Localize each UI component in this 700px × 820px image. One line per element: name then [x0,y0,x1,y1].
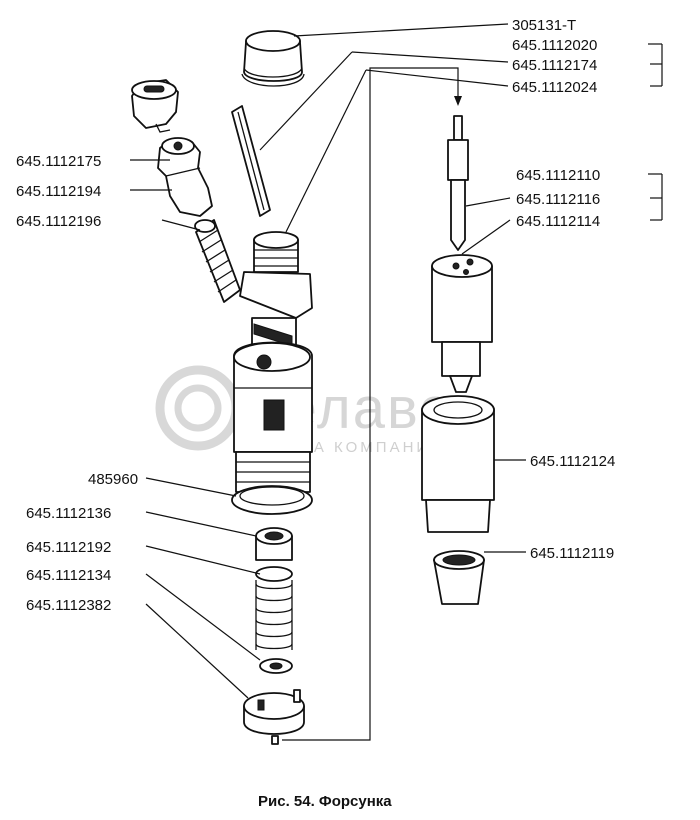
label-1112382: 645.1112382 [26,597,111,614]
small-washer-part [259,658,293,674]
nozzle-body-part [431,254,493,393]
label-1112116: 645.1112116 [516,191,600,208]
needle-part [447,115,469,251]
label-1112110: 645.1112110 [516,167,600,184]
label-1112175: 645.1112175 [16,153,101,170]
spacer-part [255,527,293,561]
label-1112134: 645.1112134 [26,567,111,584]
rod-part [231,105,271,217]
spring-part [194,219,241,303]
label-305131-t: 305131-Т [512,17,576,34]
label-1112114: 645.1112114 [516,213,600,230]
adjust-nut-part [131,79,179,133]
cap-part [241,30,305,87]
nozzle-nut-part [421,395,495,533]
figure-caption: Рис. 54. Форсунка [258,793,392,810]
base-plate-part [243,689,305,745]
label-1112124: 645.1112124 [530,453,615,470]
lower-spring-part [255,566,293,650]
leader-lines [130,23,663,699]
protective-cap-part [433,550,485,605]
injector-body [233,231,313,453]
label-1112119: 645.1112119 [530,545,614,562]
label-1112194: 645.1112194 [16,183,101,200]
part-labels: 305131-Т 645.1112020 645.1112174 645.111… [16,17,615,614]
label-1112020: 645.1112020 [512,37,597,54]
label-1112174: 645.1112174 [512,57,597,74]
washer-part [231,485,313,515]
body-thread [235,451,311,493]
label-1112196: 645.1112196 [16,213,101,230]
label-485960: 485960 [88,471,138,488]
label-1112024: 645.1112024 [512,79,597,96]
label-1112136: 645.1112136 [26,505,111,522]
label-1112192: 645.1112192 [26,539,111,556]
fitting-part [157,137,213,217]
